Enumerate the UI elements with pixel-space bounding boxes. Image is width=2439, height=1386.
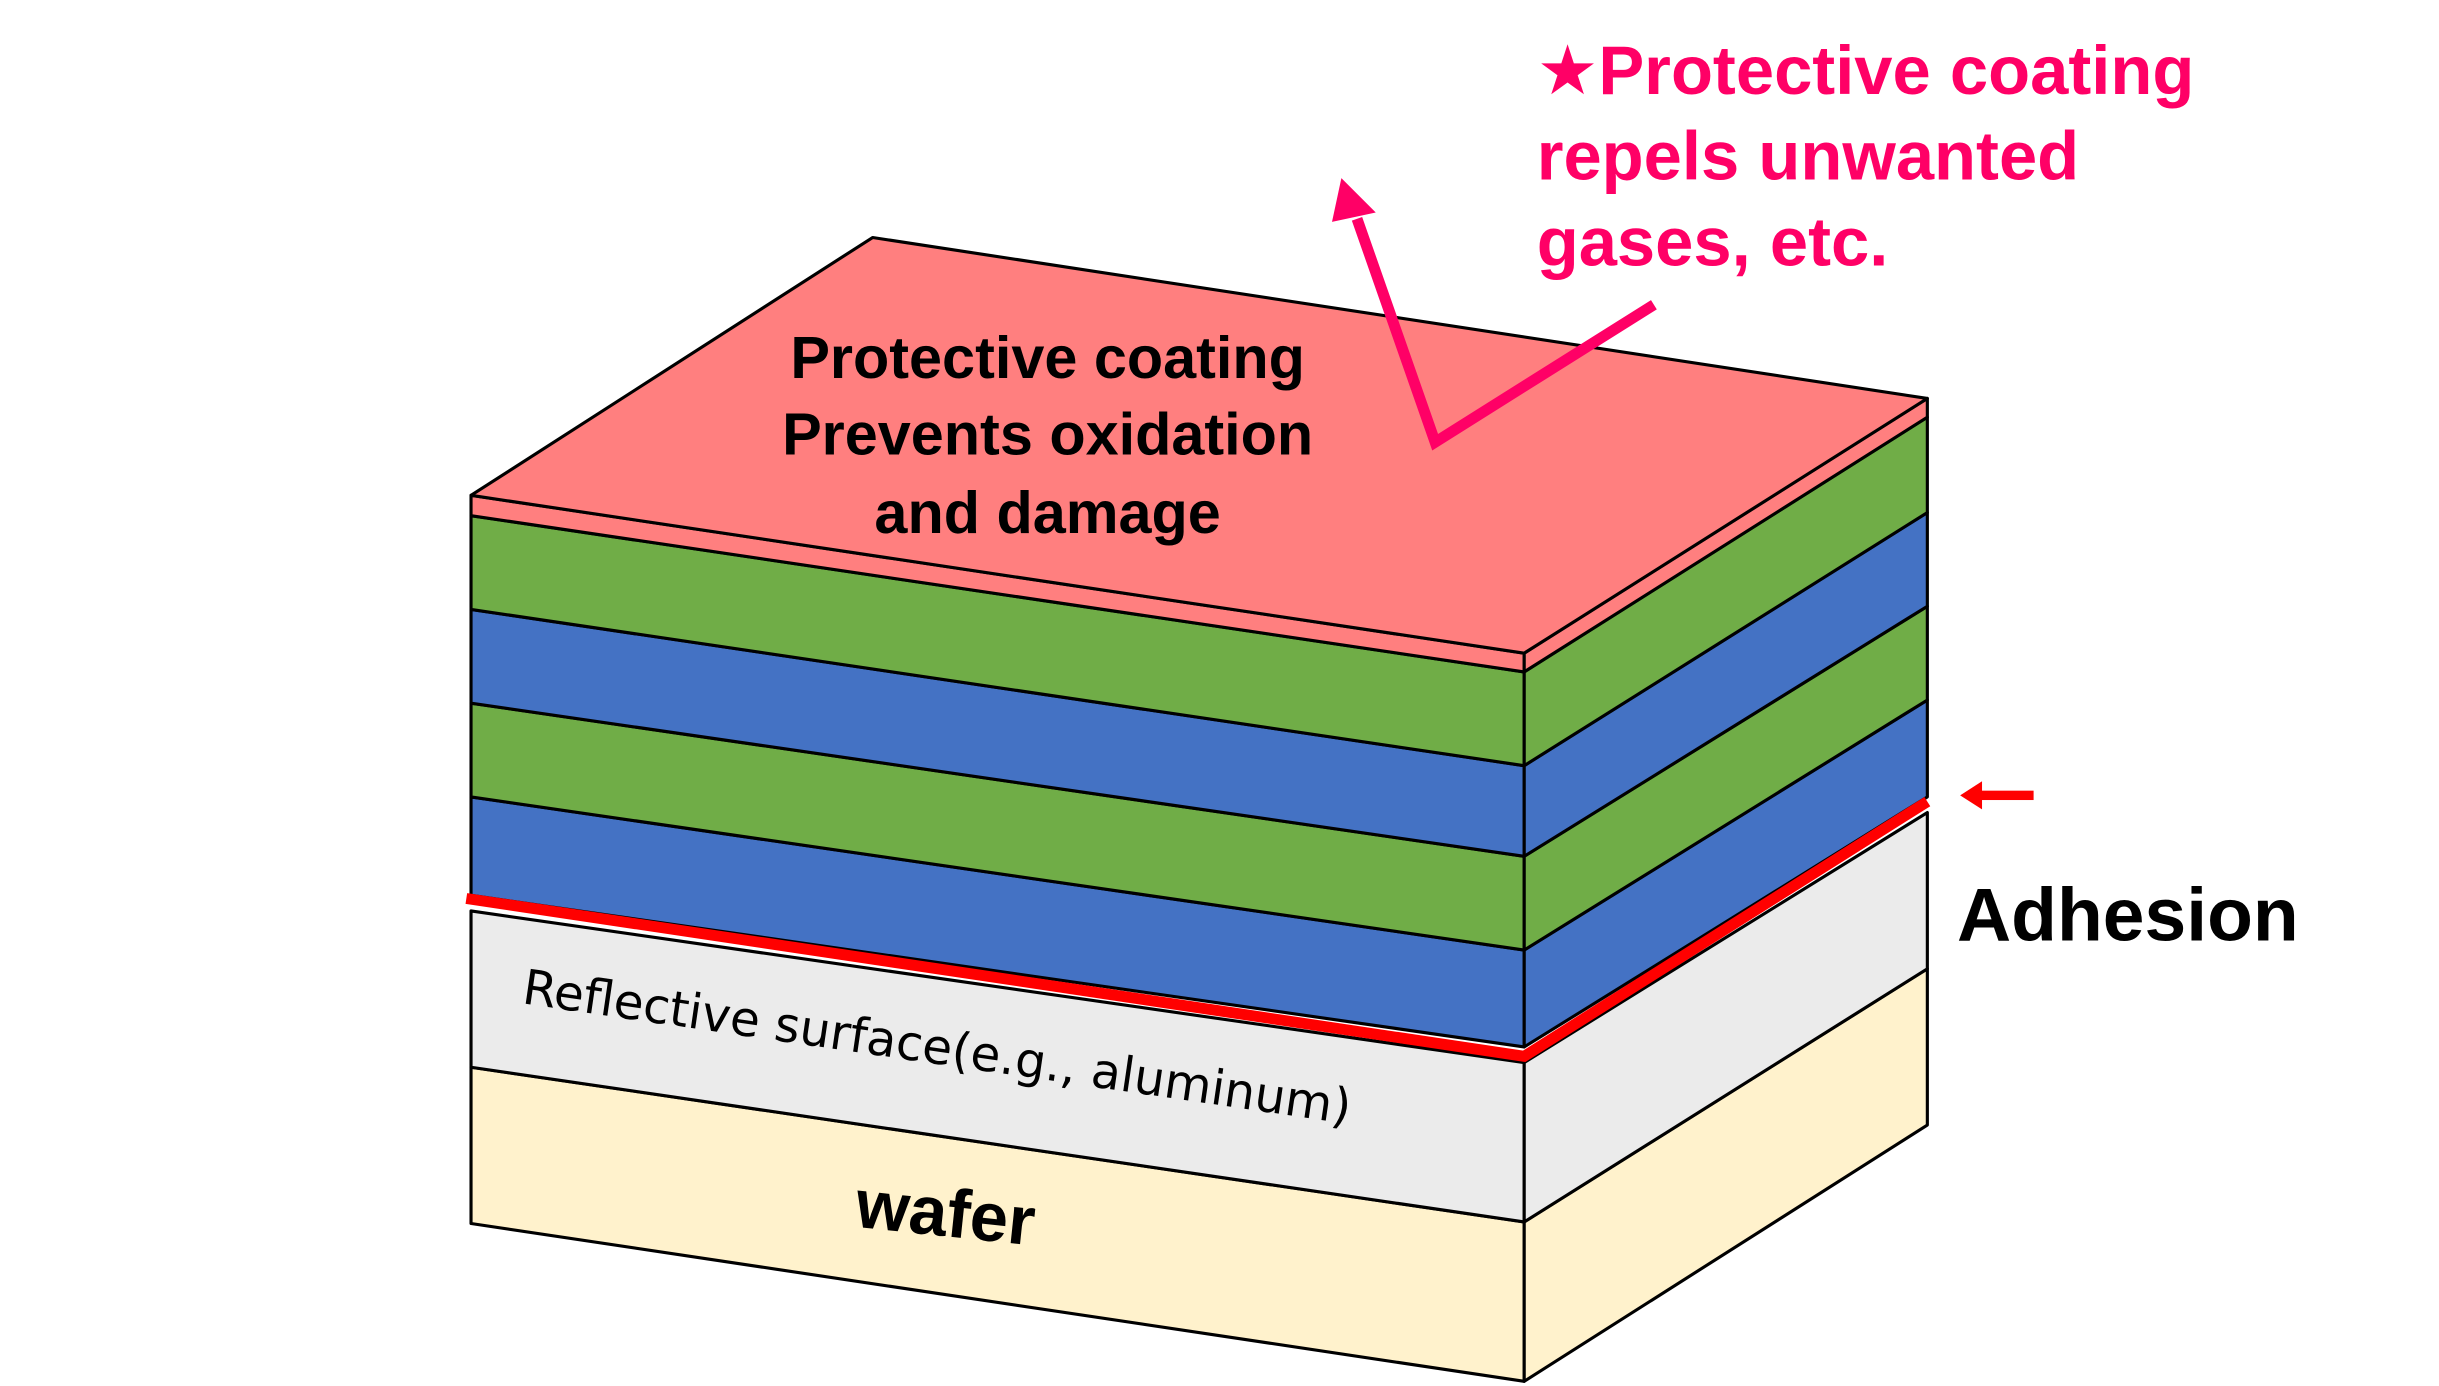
reflective-side	[1522, 810, 1929, 1224]
annotation-line3: gases, etc.	[1537, 204, 1889, 281]
wafer-label: wafer	[851, 1165, 1039, 1260]
annotation-arrow-icon	[1332, 178, 1657, 451]
adhesion-arrow-icon	[1960, 781, 2034, 810]
coating-label-line3: and damage	[874, 479, 1220, 546]
annotation-line1: ★Protective coating	[1537, 32, 2195, 109]
coating-label-line1: Protective coating	[790, 324, 1305, 391]
coating-label-line2: Prevents oxidation	[782, 401, 1313, 468]
adhesion-label: Adhesion	[1957, 873, 2299, 957]
adhesion-layer-line	[465, 796, 1931, 1063]
annotation-line2: repels unwanted	[1537, 118, 2079, 195]
coating-top	[469, 235, 1929, 655]
